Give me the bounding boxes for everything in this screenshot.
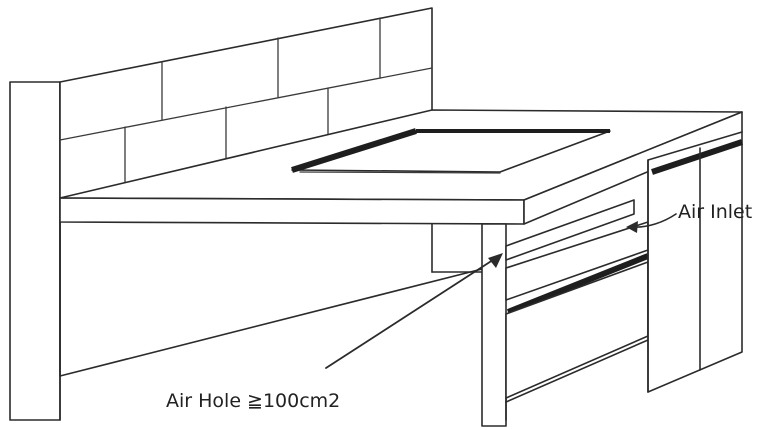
air-inlet-label: Air Inlet [678,201,753,223]
right-cabinet [647,131,743,393]
cooktop-recess [291,128,611,174]
air-hole-label: Air Hole ≧100cm2 [166,390,341,412]
air-gap-slot [505,199,635,261]
cabinet-front [505,199,650,421]
curved-arrow-left-icon [626,213,677,233]
diagonal-arrow-icon [325,253,503,369]
cabinet-side-panel [481,223,507,427]
under-counter-space [59,221,487,377]
left-wall-post [9,81,61,421]
